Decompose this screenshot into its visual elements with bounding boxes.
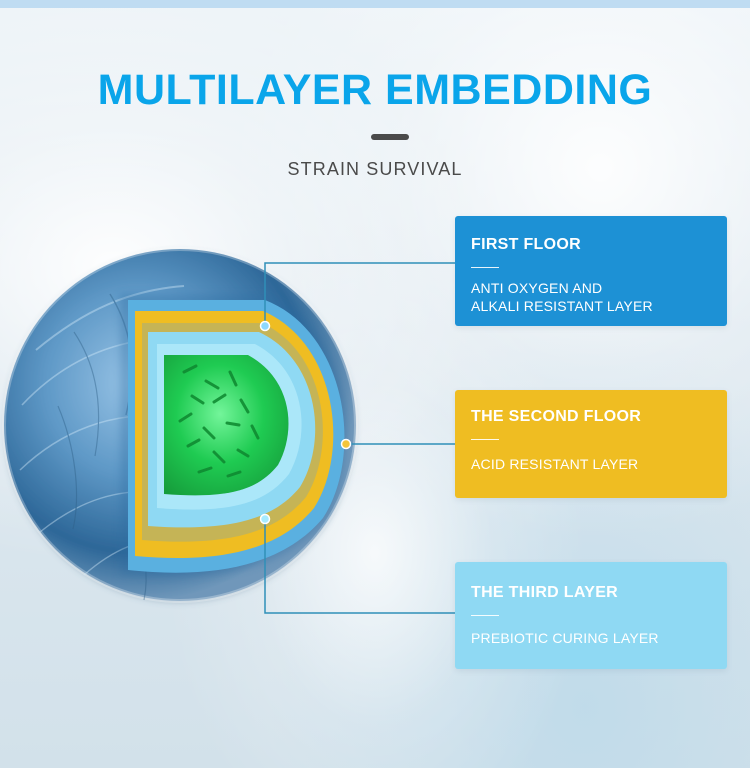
page-title: MULTILAYER EMBEDDING bbox=[97, 66, 653, 114]
page-subtitle: STRAIN SURVIVAL bbox=[287, 159, 463, 179]
layer-card-description: ACID RESISTANT LAYER bbox=[471, 456, 639, 472]
layer-card-title: FIRST FLOOR bbox=[471, 236, 581, 253]
layer-card-title: THE SECOND FLOOR bbox=[471, 408, 642, 425]
cell-sphere bbox=[2, 247, 358, 603]
connector-lines bbox=[264, 262, 455, 614]
card-divider bbox=[471, 615, 499, 616]
layer-card-third-layer: THE THIRD LAYER PREBIOTIC CURING LAYER bbox=[455, 562, 727, 669]
layer-card-description: PREBIOTIC CURING LAYER bbox=[471, 630, 659, 646]
title-divider bbox=[371, 134, 409, 140]
marker-third-layer bbox=[259, 513, 271, 525]
card-divider bbox=[471, 267, 499, 268]
core-bacteria-pattern bbox=[178, 364, 260, 478]
layer-card-title: THE THIRD LAYER bbox=[471, 584, 619, 601]
marker-first-floor bbox=[259, 320, 271, 332]
card-divider bbox=[471, 439, 499, 440]
marker-second-floor bbox=[340, 438, 352, 450]
connector-third-layer bbox=[264, 519, 455, 614]
layer-card-description: ANTI OXYGEN AND ALKALI RESISTANT LAYER bbox=[471, 280, 653, 314]
probiotic-core bbox=[164, 355, 289, 496]
top-strip bbox=[0, 0, 750, 8]
layer-card-second-floor: THE SECOND FLOOR ACID RESISTANT LAYER bbox=[455, 390, 727, 498]
layer-card-first-floor: FIRST FLOOR ANTI OXYGEN AND ALKALI RESIS… bbox=[455, 216, 727, 326]
connector-first-floor bbox=[264, 262, 455, 326]
